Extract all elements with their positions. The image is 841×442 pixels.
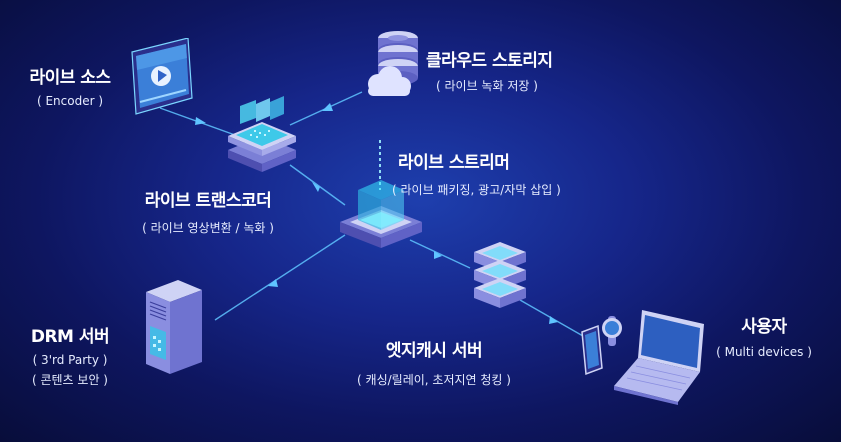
- label-live-transcoder: 라이브 트랜스코더 ( 라이브 영상변환 / 녹화 ): [128, 186, 288, 236]
- node-title: 클라우드 스토리지: [426, 51, 553, 71]
- devices-icon: [581, 310, 704, 405]
- node-subtitle: ( 라이브 녹화 저장 ): [436, 79, 538, 93]
- node-subtitle: ( 캐싱/릴레이, 초저지연 청킹 ): [357, 373, 511, 387]
- transcoder-device-icon: [228, 96, 296, 172]
- arrow-head: [322, 103, 333, 111]
- database-cloud-icon: [368, 31, 418, 96]
- arrow-head: [268, 279, 278, 287]
- node-subtitle: ( Encoder ): [36, 94, 104, 108]
- node-subtitle: ( 3'rd Party ): [32, 353, 108, 367]
- label-cloud-storage: 클라우드 스토리지 ( 라이브 녹화 저장 ): [426, 46, 553, 94]
- node-subtitle: ( 라이브 패키징, 광고/자막 삽입 ): [392, 183, 561, 197]
- node-title: DRM 서버: [30, 327, 110, 347]
- link-transcoder-streamer: [289, 164, 346, 206]
- node-title: 라이브 트랜스코더: [144, 191, 272, 211]
- server-tower-icon: [146, 280, 202, 374]
- label-edge-cache: 엣지캐시 서버 ( 캐싱/릴레이, 초저지연 청킹 ): [334, 336, 534, 388]
- link-streamer-edge: [409, 239, 471, 269]
- node-title: 엣지캐시 서버: [385, 341, 483, 361]
- laptop-icon: [614, 310, 704, 405]
- node-subtitle: ( Multi devices ): [716, 345, 812, 359]
- smartwatch-icon: [602, 316, 622, 346]
- server-stack-icon: [474, 242, 526, 308]
- link-streamer-drm: [214, 234, 346, 321]
- node-title: 사용자: [741, 317, 787, 337]
- arrow-head: [312, 182, 320, 192]
- node-title: 라이브 소스: [29, 68, 111, 88]
- node-subtitle: ( 콘텐츠 보안 ): [31, 373, 108, 387]
- arrow-head: [195, 117, 206, 125]
- node-subtitle: ( 라이브 영상변환 / 녹화 ): [142, 221, 274, 235]
- streamer-hub-icon: [340, 180, 422, 248]
- label-drm-server: DRM 서버 ( 3'rd Party ) ( 콘텐츠 보안 ): [22, 322, 118, 388]
- label-live-streamer: 라이브 스트리머 ( 라이브 패키징, 광고/자막 삽입 ): [392, 148, 561, 198]
- label-live-source: 라이브 소스 ( Encoder ): [22, 63, 118, 108]
- label-user: 사용자 ( Multi devices ): [706, 312, 822, 359]
- arrow-head: [549, 316, 558, 324]
- node-title: 라이브 스트리머: [398, 153, 510, 173]
- arrow-head: [434, 251, 442, 259]
- video-player-icon: [131, 38, 193, 115]
